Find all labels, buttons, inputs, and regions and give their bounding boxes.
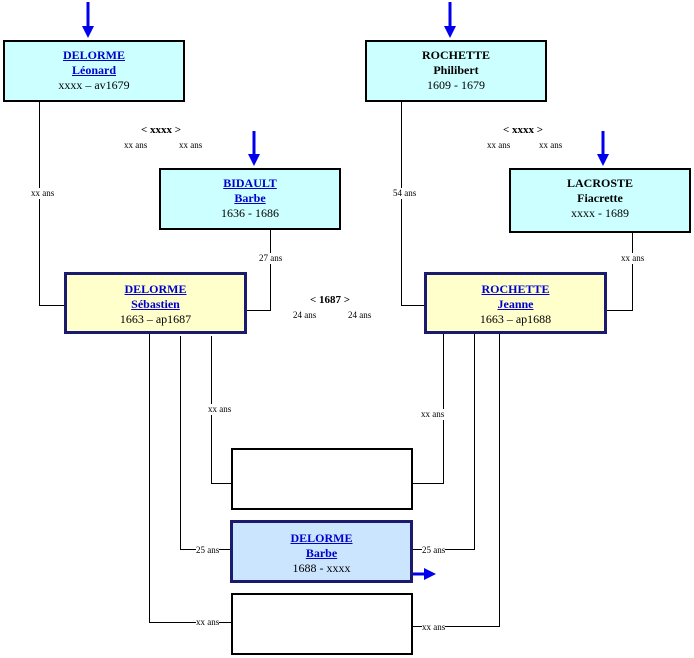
surname-link[interactable]: DELORME [290, 531, 353, 545]
age-label-leonard: xx ans [31, 188, 55, 199]
line-bidault-h [246, 310, 271, 311]
marriage-age-a: xx ans [124, 140, 148, 151]
age-label-child3-mother: xx ans [422, 622, 446, 633]
given-name-link[interactable]: Jeanne [497, 297, 534, 311]
given-name-link[interactable]: Léonard [71, 63, 116, 77]
marriage-year-left: < xxxx > [141, 124, 182, 136]
given-name-link[interactable]: Sébastien [131, 297, 180, 311]
age-label-fiacrette: xx ans [621, 253, 645, 264]
line-seb-child2 [180, 336, 181, 550]
given-name: Philibert [433, 63, 479, 77]
life-dates: 1663 – ap1688 [479, 312, 552, 326]
marriage-age-b: 24 ans [348, 310, 372, 321]
marriage-age-b: xx ans [539, 140, 563, 151]
surname-link[interactable]: DELORME [62, 48, 125, 62]
marriage-year-center: < 1687 > [310, 294, 351, 306]
life-dates: 1636 - 1686 [221, 206, 279, 220]
life-dates: 1663 – ap1687 [119, 312, 192, 326]
child-card-empty-3 [231, 593, 413, 655]
surname-link[interactable]: BIDAULT [223, 176, 277, 190]
line-seb-child3-h [149, 622, 232, 623]
line-seb-child1-h [211, 483, 232, 484]
child-card-empty-1 [231, 448, 413, 510]
person-card-philibert: ROCHETTE Philibert 1609 - 1679 [365, 40, 547, 102]
person-card-leonard[interactable]: DELORME Léonard xxxx – av1679 [3, 40, 185, 102]
arrow-down-icon [597, 131, 609, 166]
person-card-barbe-delorme[interactable]: DELORME Barbe 1688 - xxxx [230, 520, 413, 583]
life-dates: 1688 - xxxx [292, 561, 351, 575]
arrow-down-icon [444, 2, 456, 38]
line-jea-child1-h [412, 483, 444, 484]
age-label-child1-mother: xx ans [421, 409, 445, 420]
person-card-jeanne[interactable]: ROCHETTE Jeanne 1663 – ap1688 [424, 272, 607, 334]
life-dates: xxxx - 1689 [571, 206, 629, 220]
arrow-right-icon [412, 568, 436, 580]
line-leonard [39, 101, 40, 306]
line-philibert-h [401, 305, 426, 306]
surname: ROCHETTE [421, 48, 490, 62]
given-name-link[interactable]: Barbe [305, 546, 338, 560]
arrow-down-icon [248, 131, 260, 166]
line-seb-child3 [149, 333, 150, 623]
age-label-child3-father: xx ans [196, 617, 220, 628]
line-fiacrette-h [606, 310, 633, 311]
line-jea-child3-h [412, 626, 500, 627]
age-label-child1-father: xx ans [208, 404, 232, 415]
age-label-bidault: 27 ans [259, 253, 283, 264]
marriage-age-a: xx ans [487, 140, 511, 151]
given-name-link[interactable]: Barbe [234, 191, 266, 205]
age-label-philibert: 54 ans [393, 188, 417, 199]
line-leonard-h [39, 305, 66, 306]
surname: LACROSTE [566, 176, 634, 190]
line-fiacrette [632, 232, 633, 311]
line-philibert [401, 101, 402, 306]
marriage-age-a: 24 ans [293, 310, 317, 321]
surname-link[interactable]: DELORME [124, 282, 187, 296]
life-dates: 1609 - 1679 [427, 78, 485, 92]
person-card-sebastien[interactable]: DELORME Sébastien 1663 – ap1687 [64, 272, 247, 334]
line-jea-child3 [499, 333, 500, 627]
line-jea-child1 [443, 333, 444, 484]
life-dates: xxxx – av1679 [58, 78, 130, 92]
age-label-child2-father: 25 ans [196, 545, 220, 556]
age-label-child2-mother: 25 ans [422, 545, 446, 556]
surname-link[interactable]: ROCHETTE [481, 282, 550, 296]
person-card-fiacrette: LACROSTE Fiacrette xxxx - 1689 [509, 168, 691, 233]
arrow-down-icon [82, 2, 94, 38]
person-card-barbe-bidault[interactable]: BIDAULT Barbe 1636 - 1686 [159, 168, 341, 230]
line-bidault [270, 229, 271, 311]
given-name: Fiacrette [577, 191, 623, 205]
line-jea-child2 [474, 333, 475, 550]
marriage-age-b: xx ans [179, 140, 203, 151]
marriage-year-right: < xxxx > [503, 124, 544, 136]
